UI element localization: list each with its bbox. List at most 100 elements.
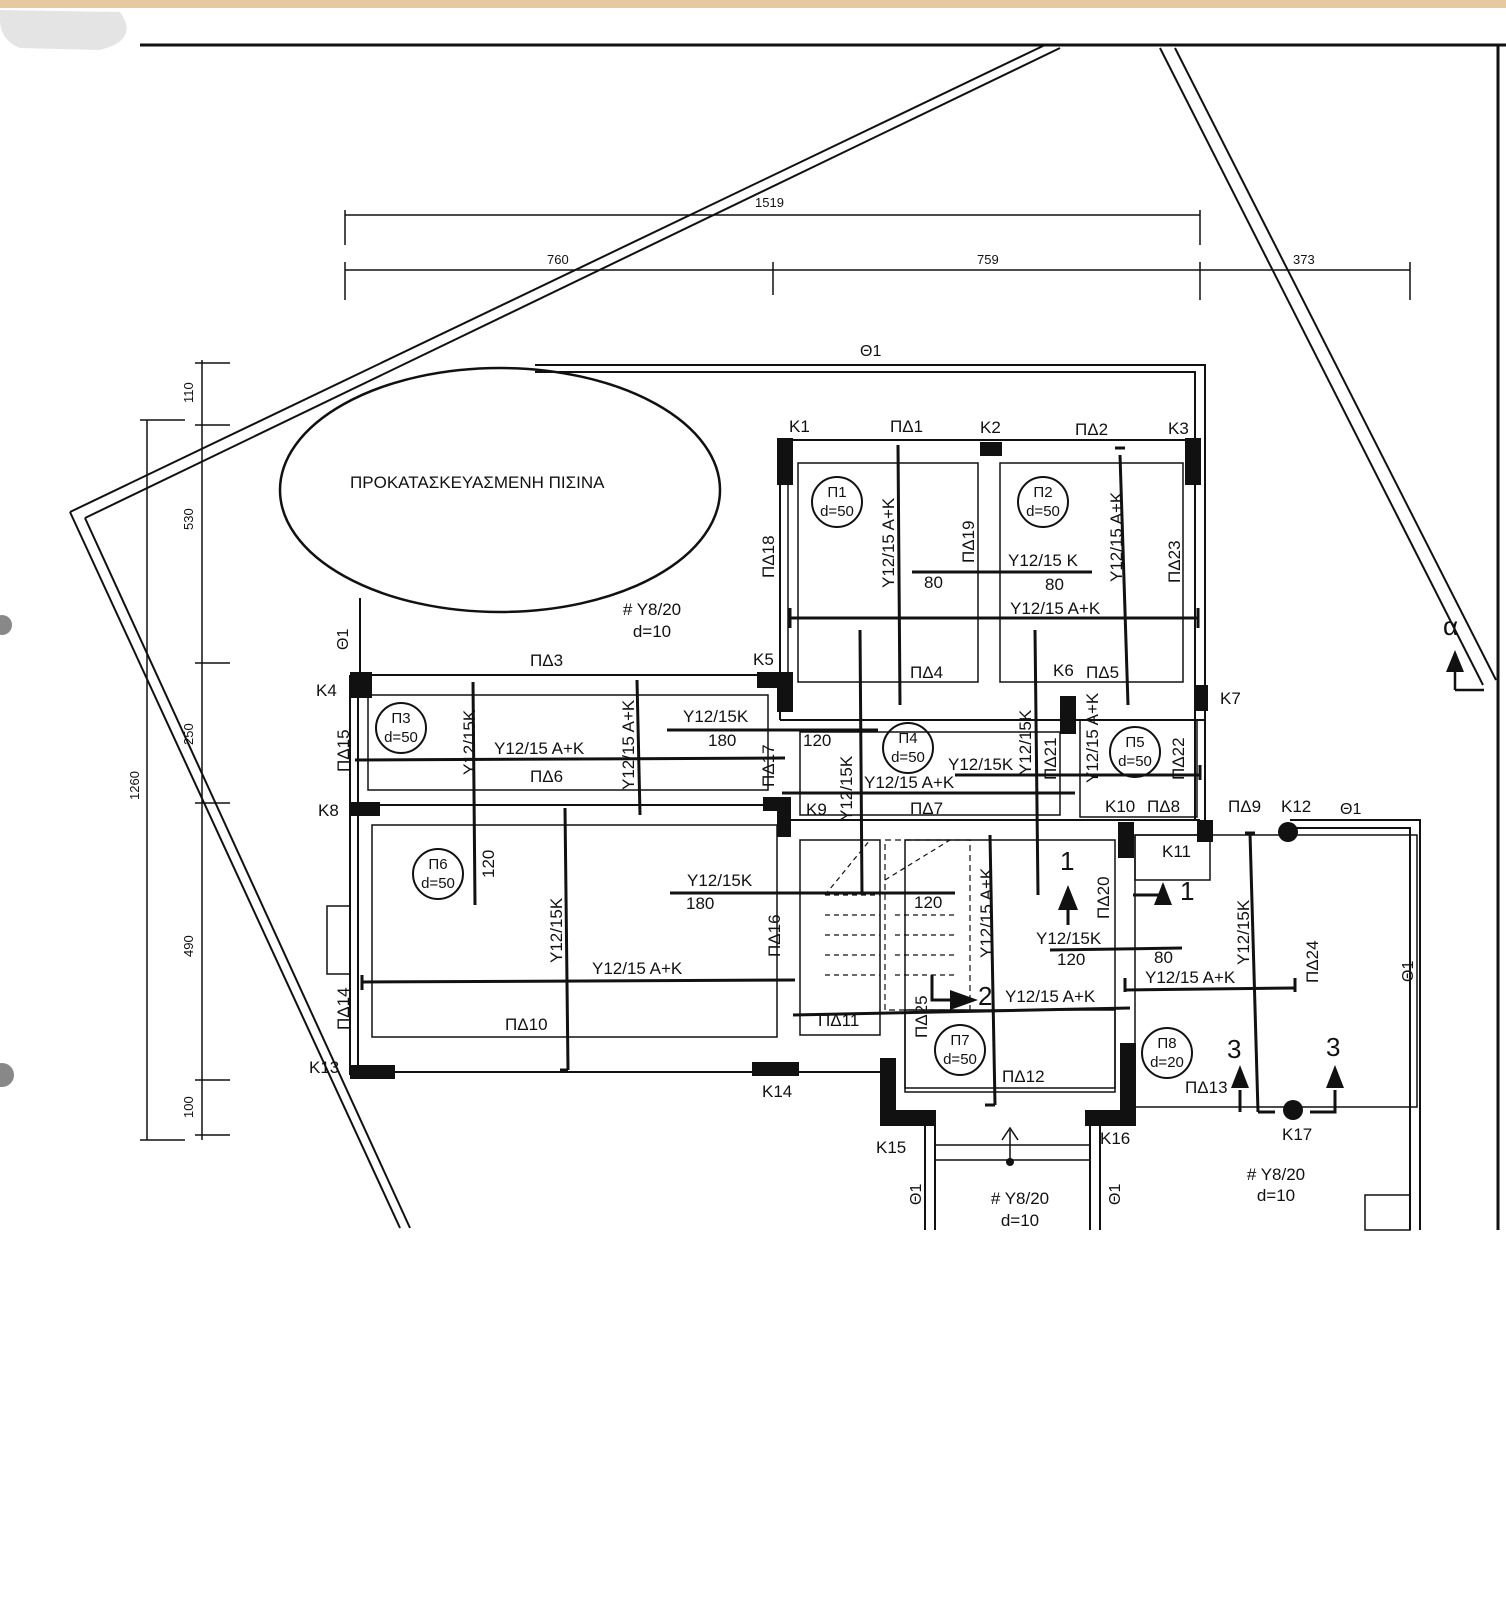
structural-columns <box>350 438 1303 1126</box>
beam-label: ΠΔ15 <box>334 729 353 772</box>
theta-label: Θ1 <box>335 629 352 650</box>
section-label-2: 2 <box>978 981 992 1011</box>
rebar-label: Υ12/15 Κ <box>1008 551 1079 570</box>
column-label: Κ6 <box>1053 661 1074 680</box>
dim-left-490: 490 <box>181 935 196 957</box>
rebar-label: Υ12/15 Α+Κ <box>977 867 996 958</box>
column-label: Κ12 <box>1281 797 1311 816</box>
column-label: Κ2 <box>980 418 1001 437</box>
beam-label: ΠΔ8 <box>1147 797 1180 816</box>
beam-label: ΠΔ10 <box>505 1015 548 1034</box>
column-label: Κ13 <box>309 1058 339 1077</box>
slab-name: Π8 <box>1157 1035 1176 1052</box>
dim-left-110: 110 <box>181 382 196 403</box>
column-label: Κ9 <box>806 800 827 819</box>
column-label: Κ1 <box>789 417 810 436</box>
slab-name: Π5 <box>1125 734 1144 751</box>
slab-depth: d=50 <box>820 503 854 520</box>
column-label: Κ15 <box>876 1138 906 1157</box>
mesh-depth: d=10 <box>1257 1186 1295 1205</box>
rebar-labels: Υ12/15 Α+Κ Υ12/15 Α+Κ Υ12/15 Κ Υ12/15 Α+… <box>460 491 1253 1006</box>
paper-smudge <box>0 10 127 50</box>
rebar-label: Υ12/15Κ <box>948 755 1014 774</box>
beam-label: ΠΔ22 <box>1169 737 1188 780</box>
length-label: 120 <box>914 893 942 912</box>
pool-outline <box>278 366 722 614</box>
punch-hole-lower <box>0 1063 14 1087</box>
mesh-depth: d=10 <box>1001 1211 1039 1230</box>
rebar-label: Υ12/15Κ <box>1036 929 1102 948</box>
mesh-label: # Υ8/20 <box>991 1189 1049 1208</box>
mesh-notes: # Υ8/20 d=10 # Υ8/20 d=10 # Υ8/20 d=10 <box>623 600 1305 1230</box>
rebar-label: Υ12/15Κ <box>1016 709 1035 775</box>
dim-top-mid: 759 <box>977 252 999 267</box>
slab-depth: d=50 <box>1118 753 1152 770</box>
rebar-label: Υ12/15Κ <box>547 897 566 963</box>
length-label: 120 <box>479 850 498 878</box>
rebar-label: Υ12/15Κ <box>683 707 749 726</box>
section-label-3: 3 <box>1227 1034 1241 1064</box>
rebar-label: Υ12/15 Α+Κ <box>1107 491 1126 582</box>
mesh-depth: d=10 <box>633 622 671 641</box>
slab-name: Π7 <box>950 1032 969 1049</box>
length-label: 180 <box>686 894 714 913</box>
rebar-label: Υ12/15 Α+Κ <box>592 959 683 978</box>
column-label: Κ16 <box>1100 1129 1130 1148</box>
rebar-lines <box>354 444 1484 1114</box>
dim-overall-left: 1260 <box>127 771 142 800</box>
theta-label: Θ1 <box>1340 801 1361 818</box>
section-label-alpha: α <box>1443 611 1458 641</box>
paper-top-edge <box>0 0 1506 8</box>
column-label: Κ11 <box>1162 842 1191 861</box>
slab-name: Π1 <box>827 484 846 501</box>
beam-label: ΠΔ21 <box>1041 737 1060 780</box>
section-label-1: 1 <box>1060 846 1074 876</box>
beam-label: ΠΔ25 <box>912 995 931 1038</box>
slab-name: Π3 <box>391 710 410 727</box>
rebar-label: Υ12/15Κ <box>837 755 856 821</box>
column-label: Κ5 <box>753 650 774 669</box>
rebar-label: Υ12/15Κ <box>1234 899 1253 965</box>
mesh-label: # Υ8/20 <box>1247 1165 1305 1184</box>
rebar-label: Υ12/15Κ <box>687 871 753 890</box>
rebar-label: Υ12/15 Α+Κ <box>864 773 955 792</box>
length-label: 180 <box>708 731 736 750</box>
slab-name: Π2 <box>1033 484 1052 501</box>
slab-labels: Π1 d=50 Π2 d=50 Π3 d=50 Π4 d=50 Π5 d=50 … <box>384 484 1184 1071</box>
site-boundary <box>69 43 1506 1230</box>
rebar-label: Υ12/15 Α+Κ <box>1010 599 1101 618</box>
blank-lower-area <box>0 1232 1506 1600</box>
column-label: Κ8 <box>318 801 339 820</box>
pool-title: ΠΡΟΚΑΤΑΣΚΕΥΑΣΜΕΝΗ ΠΙΣΙΝΑ <box>350 473 605 492</box>
section-label-1: 1 <box>1180 876 1194 906</box>
dimension-lines-top <box>344 210 1411 300</box>
beam-label: ΠΔ12 <box>1002 1067 1045 1086</box>
length-label: 120 <box>803 731 831 750</box>
rebar-label: Υ12/15 Α+Κ <box>1145 968 1236 987</box>
theta-label: Θ1 <box>1107 1184 1124 1205</box>
rebar-label: Υ12/15 Α+Κ <box>879 497 898 588</box>
beam-label: ΠΔ11 <box>818 1011 859 1030</box>
length-label: 80 <box>1045 575 1064 594</box>
beam-label: ΠΔ7 <box>910 799 943 818</box>
dim-top-right: 373 <box>1293 252 1315 267</box>
length-labels: 80 80 180 120 120 180 120 120 80 <box>479 573 1173 969</box>
rebar-label: Υ12/15 Α+Κ <box>1083 692 1102 783</box>
beam-label: ΠΔ3 <box>530 651 563 670</box>
beam-labels: ΠΔ1 ΠΔ2 ΠΔ3 ΠΔ4 ΠΔ5 ΠΔ6 ΠΔ7 ΠΔ8 ΠΔ9 ΠΔ10… <box>334 417 1322 1097</box>
rebar-label: Υ12/15 Α+Κ <box>1005 987 1096 1006</box>
beam-label: ΠΔ5 <box>1086 663 1119 682</box>
column-label: Κ7 <box>1220 689 1241 708</box>
dim-top-left: 760 <box>547 252 569 267</box>
beam-label: ΠΔ20 <box>1094 876 1113 919</box>
section-arrows <box>950 650 1464 1088</box>
beam-label: ΠΔ17 <box>759 744 778 787</box>
punch-hole-upper <box>0 615 12 635</box>
beam-label: ΠΔ4 <box>910 663 943 682</box>
beam-label: ΠΔ6 <box>530 767 563 786</box>
beam-label: ΠΔ16 <box>765 914 784 957</box>
slab-depth: d=50 <box>421 875 455 892</box>
beam-label: ΠΔ14 <box>334 987 353 1030</box>
slab-name: Π6 <box>428 856 447 873</box>
